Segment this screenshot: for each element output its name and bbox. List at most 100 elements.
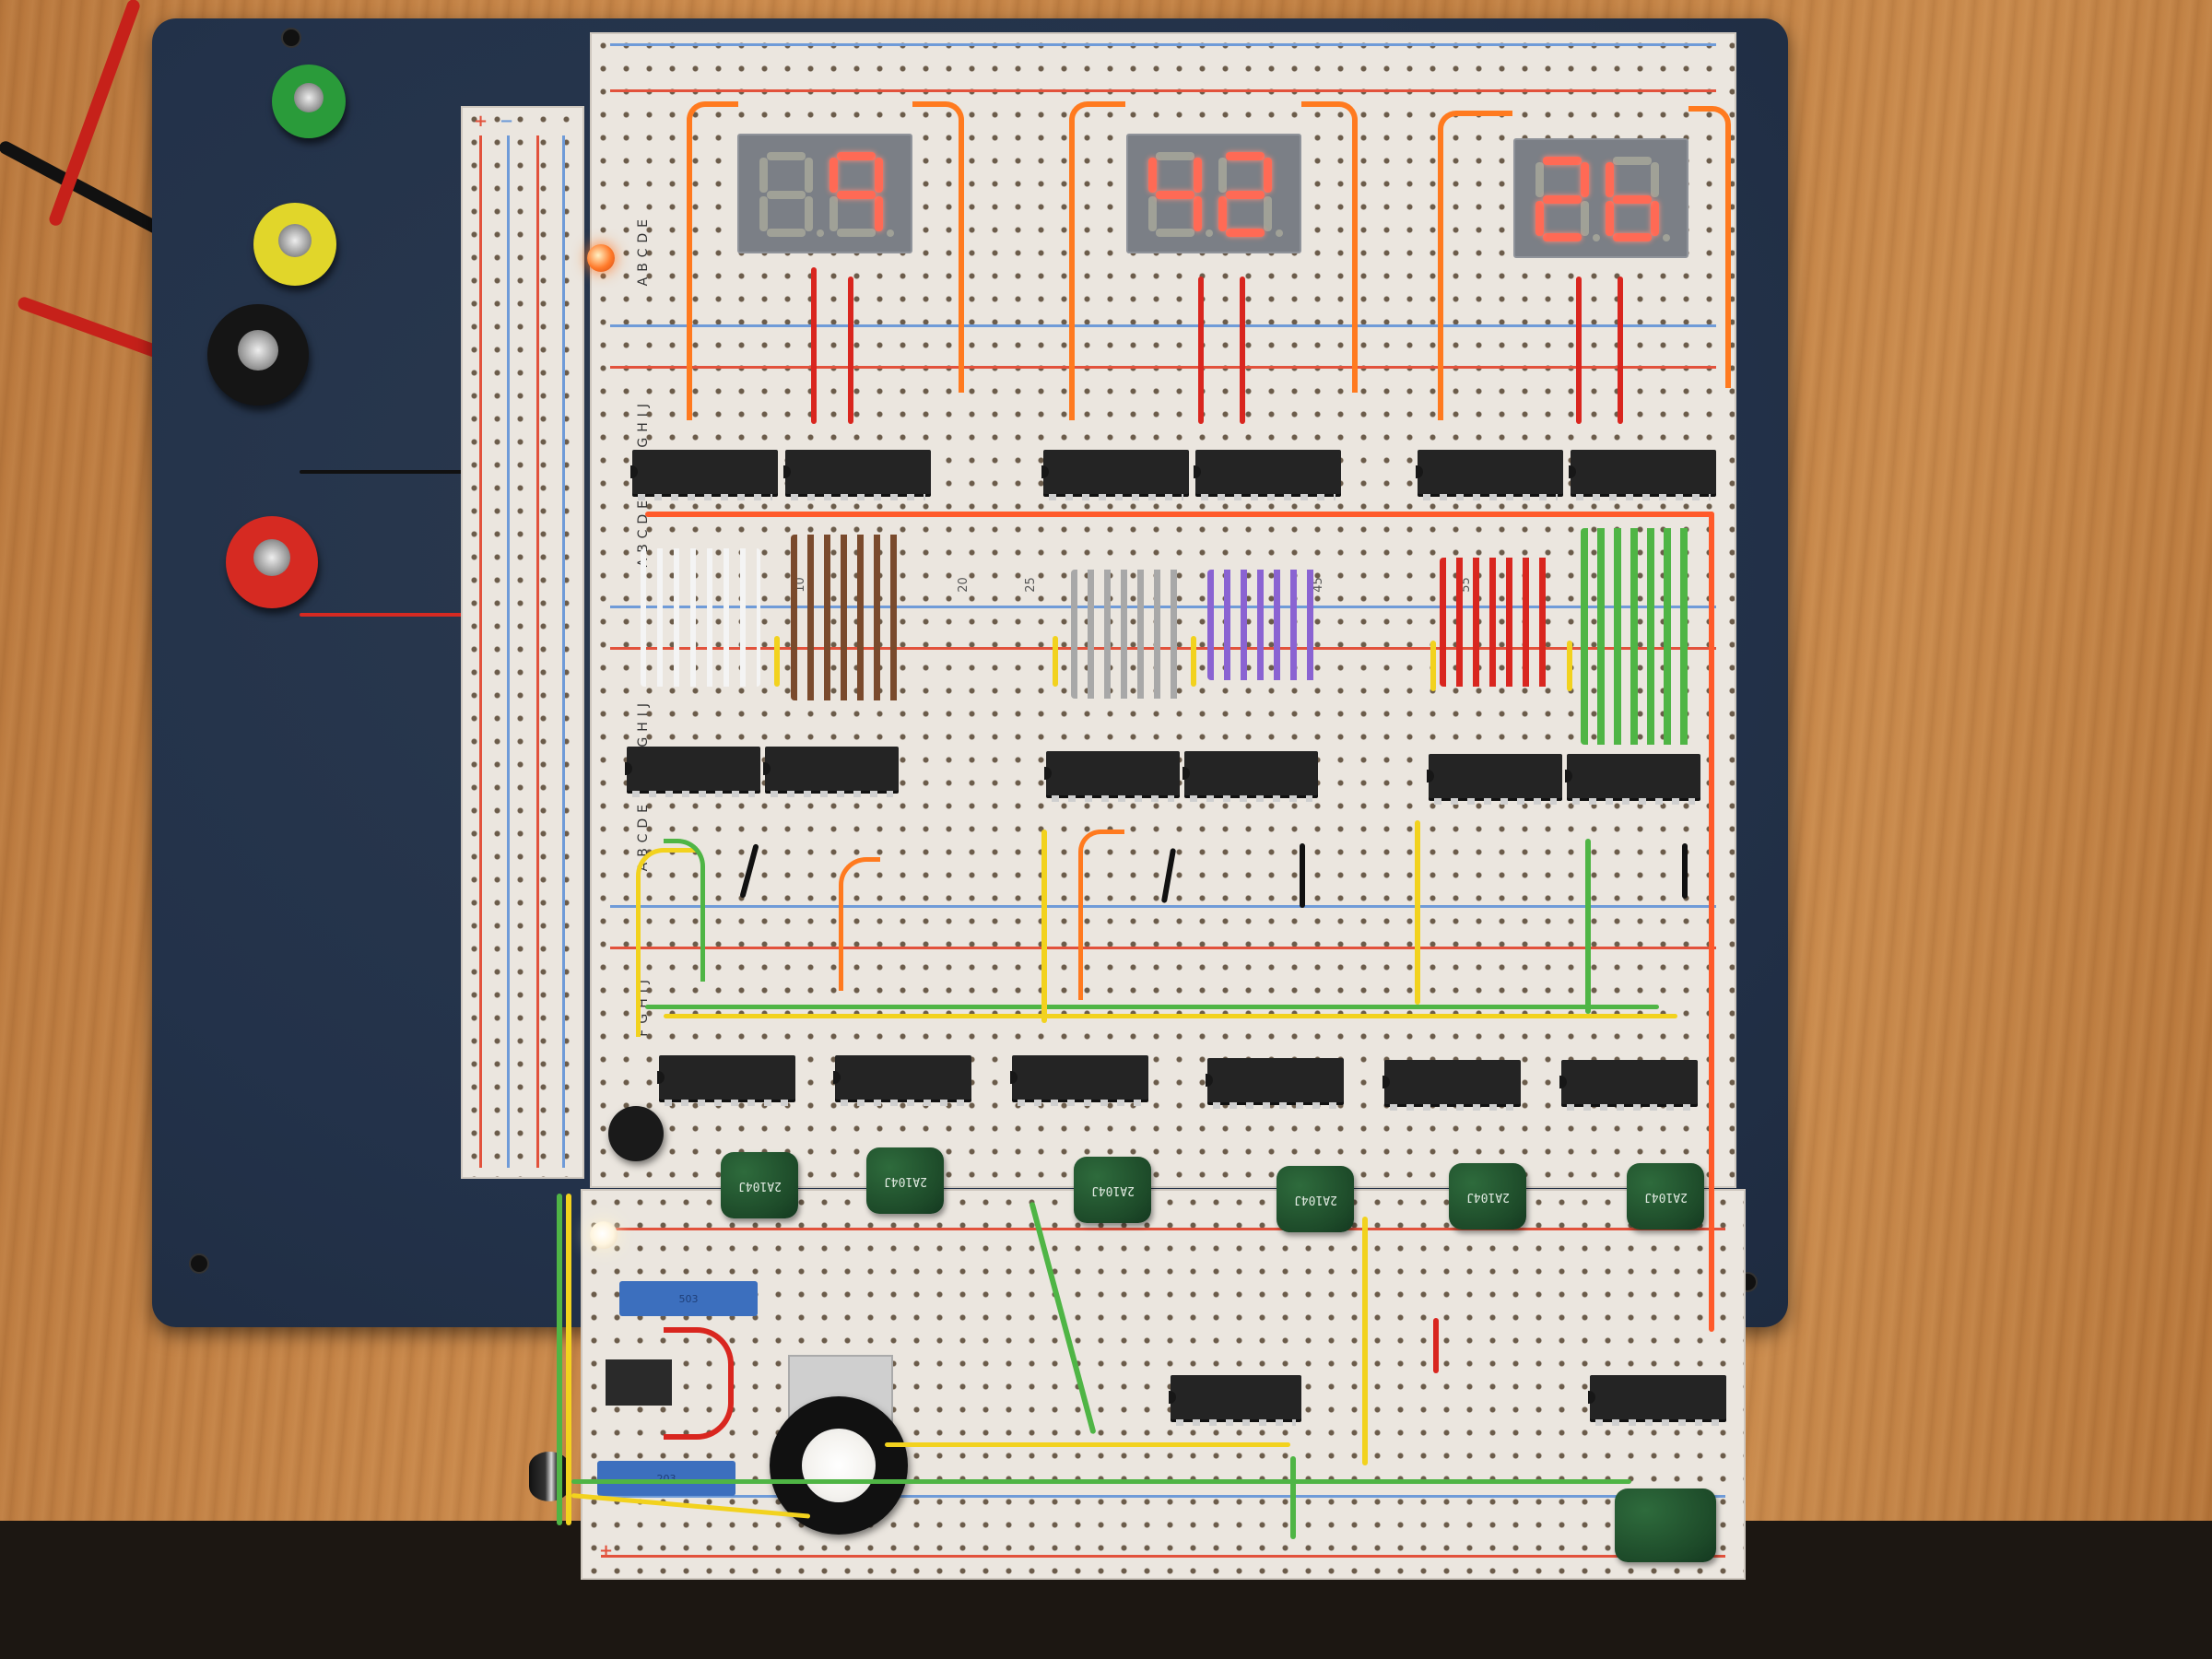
ic-chip (1588, 1375, 1726, 1426)
trimmer-potentiometer[interactable]: 203 (597, 1461, 735, 1496)
segment-f (759, 158, 768, 193)
orange-wire-bundle (1688, 106, 1731, 388)
capacitor-label: 2A104J (1465, 1189, 1510, 1204)
segment-f (1148, 158, 1157, 193)
film-capacitor: 2A104J (1627, 1163, 1704, 1230)
ic-chip (630, 450, 778, 500)
green-wire (1290, 1456, 1296, 1539)
ic-chip (1382, 1060, 1521, 1111)
rail-blue (601, 1495, 1725, 1498)
seconds-display: 26 (1513, 138, 1688, 258)
red-wire (1576, 276, 1582, 424)
orange-wire-bundle (912, 101, 964, 393)
yellow-wire (664, 1014, 1677, 1018)
film-capacitor: 2A104J (721, 1152, 798, 1218)
digit-minutes-ones (1218, 152, 1283, 237)
yellow-jumper (1567, 641, 1572, 691)
segment-f (1218, 158, 1227, 193)
rail-red (610, 89, 1716, 92)
segment-e (830, 196, 838, 231)
segment-c (805, 196, 813, 231)
orange-wire (1078, 830, 1124, 1000)
green-yellow-wire (566, 1194, 571, 1525)
segment-b (875, 158, 883, 193)
ic-chip (1427, 754, 1562, 805)
ic-chip (1206, 1058, 1344, 1109)
red-wire-bundle (1440, 558, 1550, 687)
segment-e (1535, 201, 1544, 236)
minus-label: − (500, 112, 514, 131)
green-wire-bundle (1581, 528, 1691, 745)
rail-blue (562, 135, 565, 1168)
segment-c (1651, 201, 1659, 236)
red-binding-post[interactable] (226, 516, 318, 608)
yellow-jumper (1191, 636, 1196, 687)
digit-hours-ones (830, 152, 894, 237)
screw-icon (189, 1253, 209, 1274)
capacitor-label: 2A104J (1090, 1182, 1135, 1197)
segment-d (1226, 229, 1265, 237)
orange-wire (839, 857, 880, 991)
green-wire (571, 1479, 1631, 1484)
segment-d (837, 229, 876, 237)
segment-d (767, 229, 806, 237)
yellow-jumper (774, 636, 780, 687)
green-wire (1585, 839, 1591, 1014)
film-capacitor: 2A104J (1449, 1163, 1526, 1230)
film-capacitor (1615, 1488, 1716, 1562)
red-bus-wire (645, 512, 1714, 517)
black-jumper (1300, 843, 1305, 908)
segment-e (1218, 196, 1227, 231)
segment-g (837, 191, 876, 199)
ic-chip (1416, 450, 1563, 500)
red-wire (1240, 276, 1245, 424)
red-wire (811, 267, 817, 424)
segment-c (1194, 196, 1202, 231)
segment-d (1543, 233, 1582, 241)
yellow-wire (885, 1442, 1290, 1447)
rail-red (610, 947, 1716, 949)
plus-label: + (599, 1541, 614, 1560)
decimal-point (1663, 234, 1670, 241)
segment-e (759, 196, 768, 231)
film-capacitor: 2A104J (1277, 1166, 1354, 1232)
capacitor-label: 2A104J (1643, 1189, 1688, 1204)
segment-e (1148, 196, 1157, 231)
segment-c (875, 196, 883, 231)
black-lead-wire (300, 470, 465, 474)
rail-red (479, 135, 482, 1168)
pushbutton[interactable] (608, 1106, 664, 1161)
segment-g (767, 191, 806, 199)
green-yellow-wire (557, 1194, 562, 1525)
white-wire-bundle (641, 548, 760, 687)
trimpot-label: 503 (678, 1292, 699, 1305)
indicator-led (587, 244, 615, 272)
decimal-point (887, 229, 894, 237)
capacitor-label: 2A104J (737, 1178, 782, 1193)
digit-hours-tens (759, 152, 824, 237)
segment-a (1226, 152, 1265, 160)
black-binding-post[interactable] (207, 304, 309, 406)
row-letters-top: ABCDE (636, 214, 651, 287)
ic-chip (1194, 450, 1341, 500)
rail-red (601, 1228, 1725, 1230)
red-loop-wire (664, 1327, 734, 1440)
green-binding-post[interactable] (272, 65, 346, 138)
ic-chip (783, 450, 931, 500)
hours-display: 9 (737, 134, 912, 253)
black-jumper (1682, 843, 1688, 899)
ic-chip (833, 1055, 971, 1106)
film-capacitor: 2A104J (1074, 1157, 1151, 1223)
segment-g (1226, 191, 1265, 199)
digit-seconds-tens (1535, 157, 1600, 241)
decimal-point (1276, 229, 1283, 237)
segment-b (1581, 162, 1589, 197)
yellow-binding-post[interactable] (253, 203, 336, 286)
knob-cap (802, 1429, 876, 1502)
trimmer-potentiometer[interactable]: 503 (619, 1281, 758, 1316)
capacitor-label: 2A104J (883, 1173, 927, 1188)
red-bus-wire (1709, 512, 1714, 1332)
rail-red (610, 366, 1716, 369)
capacitor-label: 2A104J (1293, 1192, 1337, 1206)
rail-blue (610, 324, 1716, 327)
